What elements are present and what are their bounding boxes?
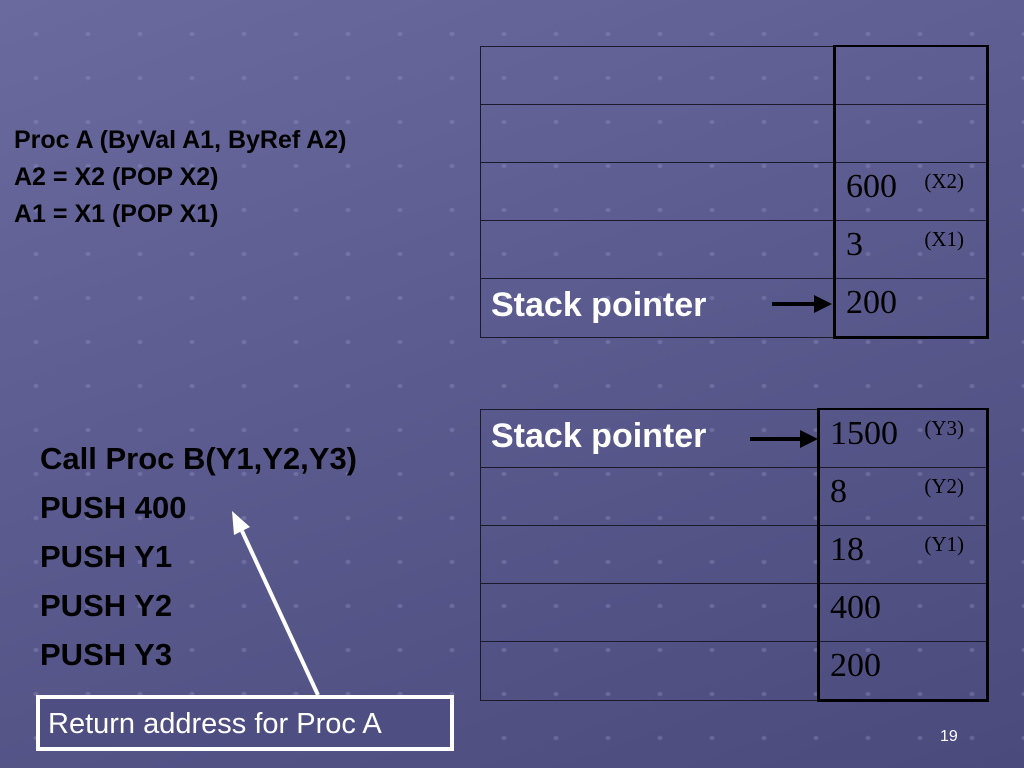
code-line: A1 = X1 (POP X1) — [14, 200, 219, 228]
stack-value — [836, 110, 846, 147]
stack-value — [836, 52, 846, 89]
stack-value-cell: 1500 (Y3) — [817, 408, 989, 468]
stack-value-cell: 3 (X1) — [833, 220, 989, 279]
stack-value: 18 — [830, 531, 864, 568]
stack-label-cell — [480, 467, 819, 526]
code-line: Call Proc B(Y1,Y2,Y3) — [40, 441, 358, 476]
stack-pointer-arrow-bottom — [750, 430, 818, 448]
stack-value: 600 — [846, 168, 897, 205]
code-line: PUSH 400 — [40, 490, 187, 525]
stack-pointer-arrow-top — [772, 295, 832, 313]
call-proc-b-code: Call Proc B(Y1,Y2,Y3) PUSH 400 PUSH Y1 P… — [40, 434, 357, 679]
stack-label-cell — [480, 583, 819, 642]
stack-row: Stack pointer 200 — [480, 278, 989, 339]
stack-row — [480, 104, 989, 163]
stack-label-cell — [480, 525, 819, 584]
code-line: A2 = X2 (POP X2) — [14, 163, 219, 191]
return-address-callout: Return address for Proc A — [36, 695, 454, 751]
stack-row: 600 (X2) — [480, 162, 989, 221]
page-number: 19 — [940, 728, 958, 745]
stack-note: (X2) — [924, 169, 964, 193]
code-line: PUSH Y1 — [40, 539, 173, 574]
stack-row: Stack pointer 1500 (Y3) — [480, 408, 989, 468]
stack-value: 200 — [830, 647, 881, 684]
code-line: PUSH Y2 — [40, 588, 173, 623]
stack-note: (Y3) — [924, 416, 964, 440]
stack-note: (Y2) — [924, 474, 964, 498]
stack-label-cell — [480, 162, 835, 221]
stack-label-cell — [480, 104, 835, 163]
stack-label-cell — [480, 45, 835, 105]
stack-value: 3 — [846, 226, 863, 263]
stack-value-cell — [833, 45, 989, 105]
code-line: Proc A (ByVal A1, ByRef A2) — [14, 126, 347, 154]
stack-value: 1500 — [830, 415, 898, 452]
stack-value-cell: 600 (X2) — [833, 162, 989, 221]
stack-row — [480, 45, 989, 105]
stack-row: 8 (Y2) — [480, 467, 989, 526]
stack-value-cell: 8 (Y2) — [817, 467, 989, 526]
stack-label-cell — [480, 641, 819, 701]
stack-row: 18 (Y1) — [480, 525, 989, 584]
stack-value: 400 — [830, 589, 881, 626]
stack-value: 200 — [846, 284, 897, 321]
proc-a-code: Proc A (ByVal A1, ByRef A2) A2 = X2 (POP… — [14, 122, 347, 233]
stack-note: (Y1) — [924, 532, 964, 556]
stack-value-cell: 200 — [833, 278, 989, 339]
stack-value: 8 — [830, 473, 847, 510]
stack-pointer-label: Stack pointer — [491, 286, 707, 324]
stack-note: (X1) — [924, 227, 964, 251]
stack-value-cell: 18 (Y1) — [817, 525, 989, 584]
return-address-label: Return address for Proc A — [48, 708, 382, 740]
stack-pointer-label: Stack pointer — [491, 416, 707, 455]
stack-row: 3 (X1) — [480, 220, 989, 279]
stack-value-cell: 400 — [817, 583, 989, 642]
stack-value-cell: 200 — [817, 641, 989, 702]
stack-table-top: 600 (X2) 3 (X1) Stack pointer 200 — [480, 45, 989, 339]
stack-row: 200 — [480, 641, 989, 702]
stack-label-cell — [480, 220, 835, 279]
stack-value-cell — [833, 104, 989, 163]
stack-label-cell: Stack pointer — [480, 278, 835, 338]
code-line: PUSH Y3 — [40, 637, 173, 672]
stack-row: 400 — [480, 583, 989, 642]
stack-table-bottom: Stack pointer 1500(Y3) 8(Y2) 18(Y1) 400 … — [480, 408, 989, 702]
return-address-arrow — [232, 511, 320, 696]
